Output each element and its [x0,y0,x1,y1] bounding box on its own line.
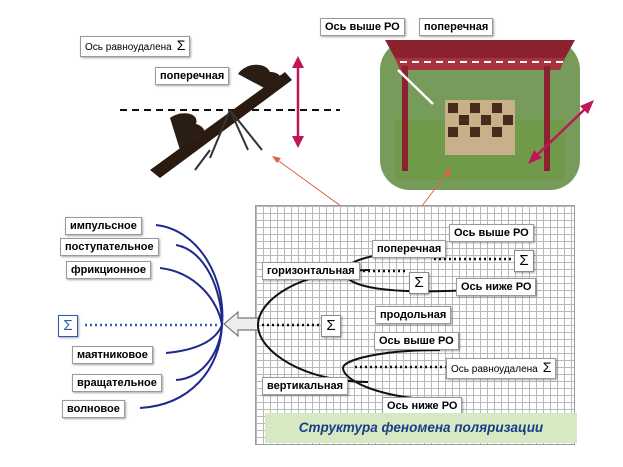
transverse-label-right: поперечная [419,18,494,36]
sigma-icon: Σ [176,37,186,53]
sigma-icon-grid-3: Σ [321,315,341,337]
longitudinal-label: продольная [375,306,452,324]
motion-label-wave: волновое [62,400,125,418]
horizontal-label: горизонтальная [262,262,360,280]
axis-above-label-1: Ось выше РО [449,224,534,242]
motion-label-rotational: вращательное [72,374,162,392]
vertical-double-arrow [292,56,304,148]
motion-label-translational: поступательное [60,238,159,256]
sigma-icon-grid-1: Σ [514,250,534,272]
axis-above-label-top: Ось выше РО [320,18,405,36]
swing-image [380,40,580,190]
seesaw-image [120,64,340,178]
motion-fan-curves [139,224,224,409]
axis-above-label-2: Ось выше РО [374,332,459,350]
motion-label-pendulum: маятниковое [72,346,153,364]
diagonal-double-arrow [528,100,594,164]
vertical-label: вертикальная [262,377,349,395]
left-hollow-arrow [223,310,259,338]
axis-below-label-2: Ось ниже РО [382,397,463,415]
diagram-caption: Структура феномена поляризации [265,413,577,443]
equidistant-axis-label-grid: Ось равноудалена Σ [446,358,557,379]
transverse-label-grid: поперечная [372,240,447,258]
motion-label-frictional: фрикционное [66,261,151,279]
sigma-icon-left: Σ [58,315,78,337]
axis-below-label-1: Ось ниже РО [456,278,537,296]
transverse-label-left: поперечная [155,67,230,85]
label-text: Ось равноудалена [451,364,538,375]
equidistant-axis-label-top: Ось равноудалена Σ [80,36,191,57]
motion-label-impulse: импульсное [65,217,142,235]
sigma-icon-grid-2: Σ [409,272,429,294]
sigma-icon: Σ [542,359,552,375]
label-text: Ось равноудалена [85,42,172,53]
